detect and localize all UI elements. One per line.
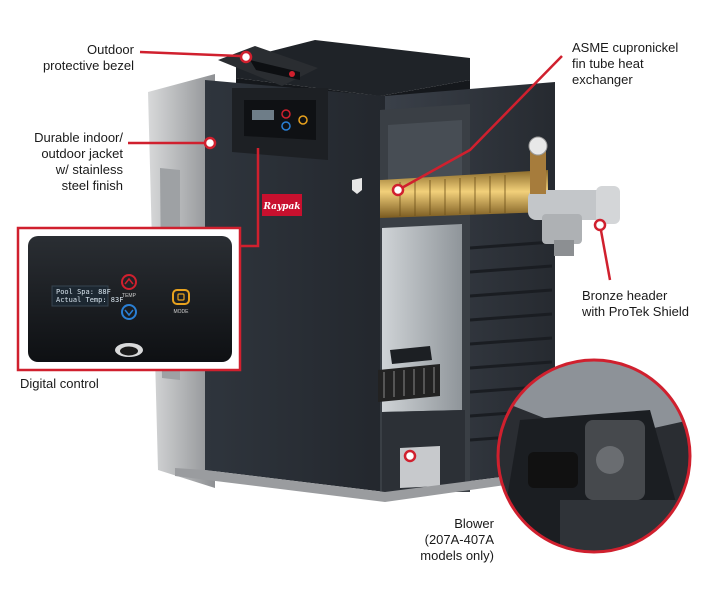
callout-jacket: Durable indoor/ outdoor jacket w/ stainl… bbox=[34, 130, 123, 193]
digital-control-inset bbox=[16, 226, 242, 372]
callout-digital-control: Digital control bbox=[20, 376, 99, 391]
callout-blower: Blower (207A-407A models only) bbox=[420, 516, 494, 563]
raypak-logo: Raypak bbox=[262, 194, 302, 216]
interior-cutaway bbox=[378, 104, 548, 492]
callout-bronze-header: Bronze header with ProTek Shield bbox=[582, 288, 689, 319]
callout-heat-exchanger: ASME cupronickel fin tube heat exchanger bbox=[572, 40, 679, 87]
callout-outdoor-bezel: Outdoor protective bezel bbox=[42, 42, 134, 73]
top-lid bbox=[236, 40, 470, 96]
leader-dots bbox=[203, 50, 607, 463]
bronze-header bbox=[528, 136, 620, 256]
control-housing bbox=[232, 88, 328, 160]
blower-zoom bbox=[496, 358, 692, 554]
leader-lines bbox=[128, 50, 612, 281]
base-plinth bbox=[175, 468, 555, 502]
front-jacket bbox=[205, 80, 385, 492]
svg-text:Raypak: Raypak bbox=[262, 202, 300, 212]
shield-badge-icon bbox=[352, 178, 362, 194]
